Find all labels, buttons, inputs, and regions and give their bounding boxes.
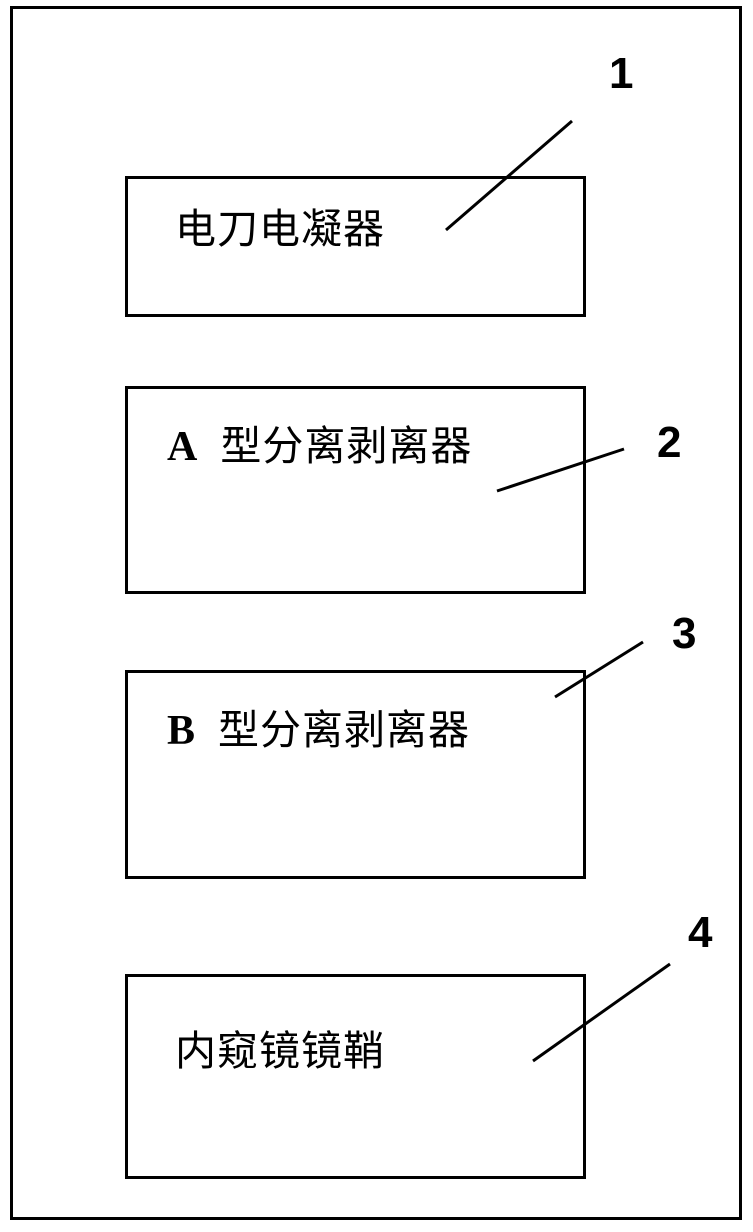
component-box-1: 电刀电凝器	[125, 176, 586, 317]
callout-number-4: 4	[688, 911, 712, 955]
component-label-3: B 型分离剥离器	[167, 693, 557, 769]
component-label-4: 内窥镜镜鞘	[175, 1019, 555, 1085]
callout-number-2: 2	[657, 421, 681, 465]
callout-number-3: 3	[672, 612, 696, 656]
component-label-2-prefix: A	[167, 424, 198, 470]
component-label-4-text: 内窥镜镜鞘	[175, 1027, 385, 1075]
component-label-1: 电刀电凝器	[175, 197, 555, 263]
component-label-2-text: 型分离剥离器	[220, 422, 472, 470]
component-label-3-prefix: B	[167, 708, 196, 754]
callout-number-1: 1	[609, 52, 633, 96]
component-box-4: 内窥镜镜鞘	[125, 974, 586, 1179]
component-box-2: A 型分离剥离器	[125, 386, 586, 594]
component-label-3-text: 型分离剥离器	[218, 706, 470, 754]
component-label-1-text: 电刀电凝器	[175, 205, 385, 253]
component-box-3: B 型分离剥离器	[125, 670, 586, 879]
component-label-2: A 型分离剥离器	[167, 409, 557, 485]
